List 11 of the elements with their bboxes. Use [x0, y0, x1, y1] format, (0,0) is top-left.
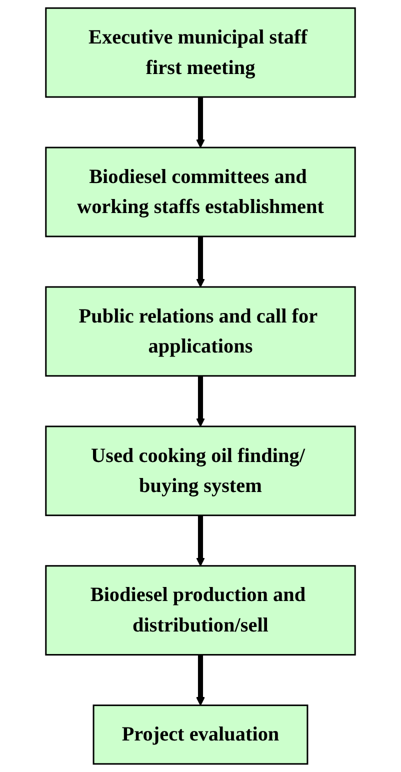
- node-box: Public relations and call for applications: [45, 286, 356, 377]
- node-box: Biodiesel committees and working staffs establishment: [45, 146, 356, 238]
- arrow: [196, 654, 205, 706]
- node-box: Executive municipal staff first meeting: [45, 7, 356, 98]
- arrow: [196, 376, 205, 427]
- arrow: [196, 97, 205, 148]
- arrow: [196, 236, 205, 288]
- arrow: [196, 515, 205, 566]
- node-box: Biodiesel production and distribution/sell: [45, 565, 356, 656]
- node-box: Used cooking oil finding/ buying system: [45, 426, 356, 516]
- node-box: Project evaluation: [92, 704, 308, 765]
